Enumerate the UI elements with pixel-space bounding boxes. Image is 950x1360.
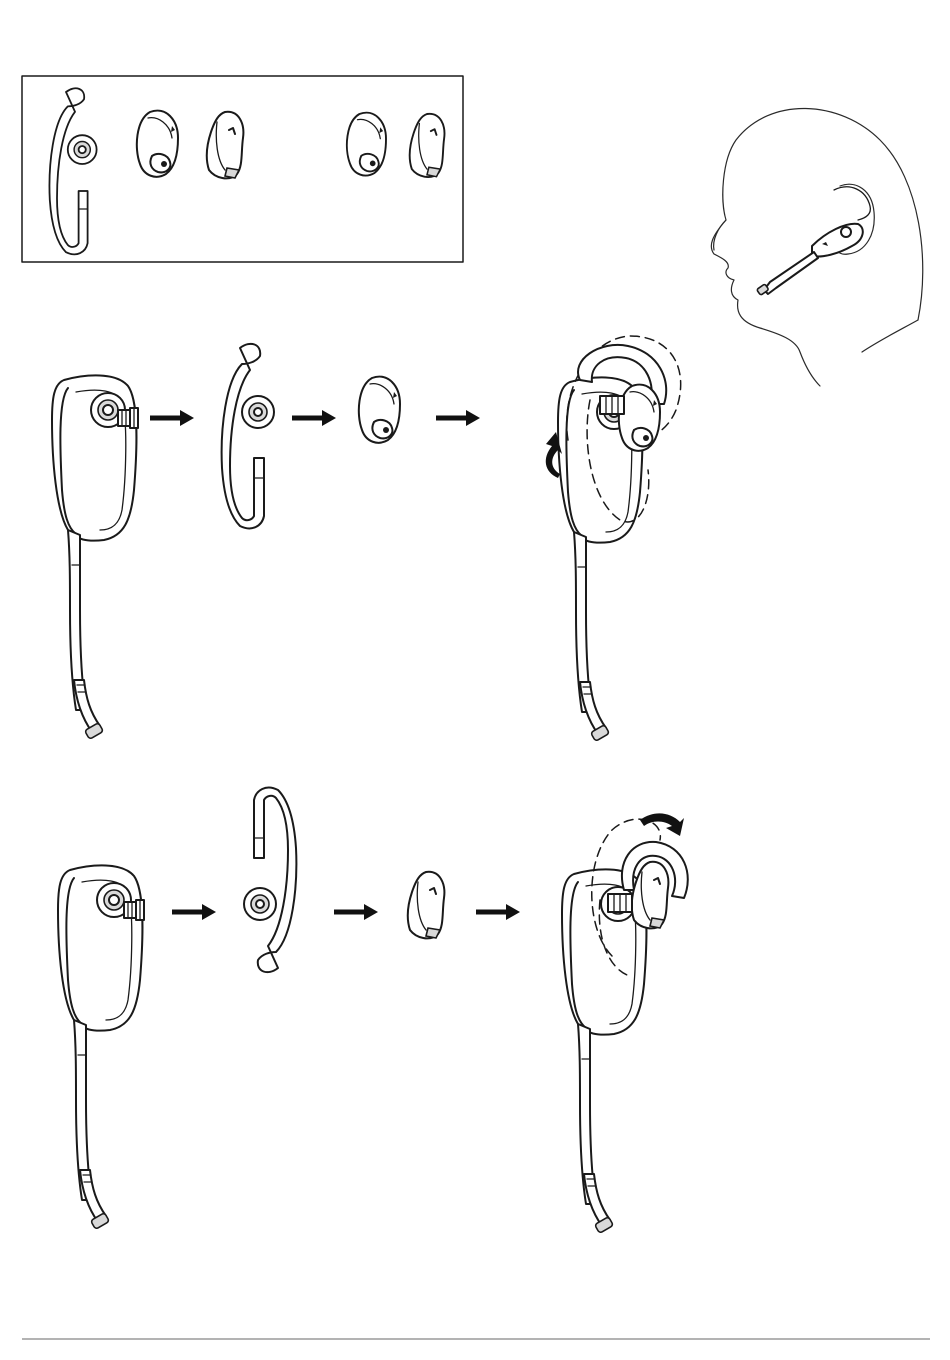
row1-assembled-headset [546, 336, 681, 741]
worn-headset-boom [764, 252, 818, 294]
arrow-right-icon [334, 904, 378, 920]
kit-eartip-large-right [207, 112, 244, 179]
kit-contents-box [22, 76, 463, 262]
arrow-right-icon [292, 410, 336, 426]
worn-headset-body [812, 224, 863, 257]
row2-eartip [408, 872, 445, 939]
row1-peg [118, 408, 138, 428]
row2-peg [124, 900, 144, 920]
kit-eartip-small-left [347, 113, 386, 176]
kit-eartip-large-left [137, 111, 178, 177]
arrow-right-icon [172, 904, 216, 920]
row2-headset-body [58, 865, 142, 1229]
head-profile-wearing-headset [711, 108, 922, 386]
arrow-right-icon [150, 410, 194, 426]
rotate-arrow-icon [640, 813, 684, 836]
assembly-row-1 [52, 336, 681, 741]
assembly-row-2 [58, 788, 688, 1234]
kit-earhook [49, 88, 96, 254]
arrow-right-icon [476, 904, 520, 920]
arrow-right-icon [436, 410, 480, 426]
kit-eartip-small-right [410, 114, 445, 177]
row1-eartip [359, 377, 400, 443]
row1-earhook [222, 344, 274, 529]
row2-assembled-headset [562, 813, 688, 1233]
row2-earhook [244, 788, 296, 973]
row1-headset-body [52, 375, 136, 739]
